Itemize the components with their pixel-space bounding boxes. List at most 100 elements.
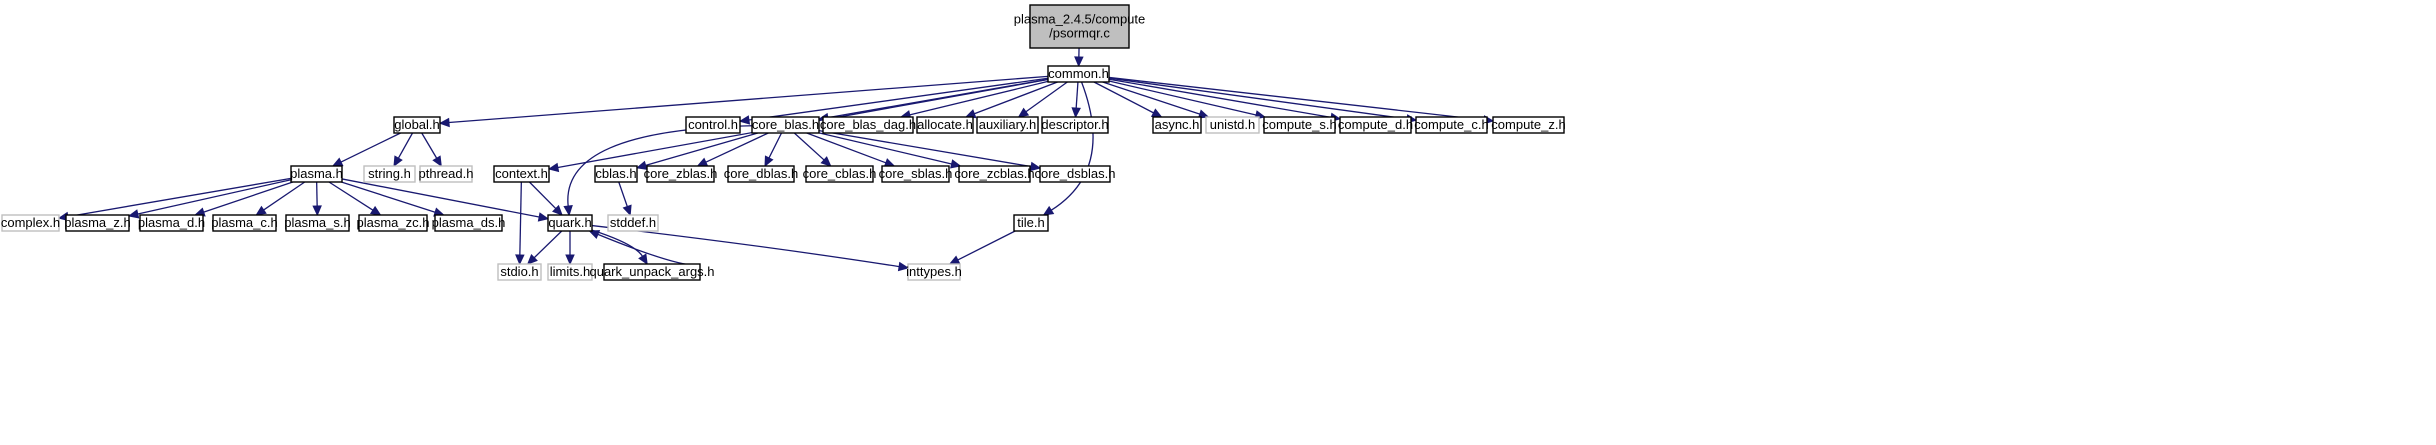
node-auxiliary-h[interactable]: auxiliary.h — [976, 116, 1039, 134]
node-label: core_blas.h — [752, 117, 819, 132]
node-label: plasma_z.h — [64, 215, 130, 230]
node-box — [1492, 116, 1565, 134]
node-plasma-ds-h[interactable]: plasma_ds.h — [432, 214, 506, 232]
node-limits-h: limits.h — [547, 263, 593, 281]
node-compute-d-h[interactable]: compute_d.h — [1338, 116, 1413, 134]
edge-context-h-to-stdio-h — [515, 181, 525, 266]
node-descriptor-h[interactable]: descriptor.h — [1041, 116, 1109, 134]
node-box — [1339, 116, 1412, 134]
edge-arrowhead-11 — [1197, 109, 1210, 119]
node-quark-h[interactable]: quark.h — [547, 214, 593, 232]
node-global-h[interactable]: global.h — [393, 116, 441, 134]
node-context-h[interactable]: context.h — [493, 165, 550, 183]
node-core-dblas-h[interactable]: core_dblas.h — [724, 165, 798, 183]
node-compute-z-h[interactable]: compute_z.h — [1491, 116, 1566, 134]
node-core-zblas-h[interactable]: core_zblas.h — [644, 165, 718, 183]
node-label: tile.h — [1017, 215, 1044, 230]
edge-line-17 — [397, 132, 414, 159]
node-tile-h[interactable]: tile.h — [1013, 214, 1049, 232]
node-box — [1047, 65, 1110, 83]
node-label: plasma_d.h — [138, 215, 205, 230]
node-box — [907, 263, 961, 281]
node-box — [1013, 214, 1049, 232]
edge-arrowhead-41 — [897, 261, 910, 272]
edge-line-10 — [1093, 81, 1154, 114]
edge-core-blas-h-to-core-sblas-h — [806, 132, 896, 168]
node-plasma-s-h[interactable]: plasma_s.h — [284, 214, 351, 232]
node-core-zcblas-h[interactable]: core_zcblas.h — [954, 165, 1035, 183]
node-root[interactable]: plasma_2.4.5/compute/psormqr.c — [1014, 4, 1146, 49]
node-control-h[interactable]: control.h — [685, 116, 741, 134]
node-label: inttypes.h — [906, 264, 962, 279]
edge-arrowhead-34 — [950, 159, 962, 169]
node-box — [497, 263, 542, 281]
node-box — [1205, 116, 1260, 134]
edge-arrowhead-9 — [1042, 205, 1055, 216]
edge-line-34 — [818, 132, 952, 165]
node-label: cblas.h — [595, 166, 636, 181]
edge-line-6 — [974, 81, 1058, 115]
node-label: core_cblas.h — [803, 166, 877, 181]
node-complex-h: complex.h — [1, 214, 60, 232]
node-box — [976, 116, 1039, 134]
edge-line-15 — [1108, 76, 1485, 121]
edge-common-h-to-tile-h — [1042, 81, 1094, 216]
node-plasma-h[interactable]: plasma.h — [290, 165, 343, 183]
node-box — [1415, 116, 1488, 134]
edge-core-blas-h-to-core-dblas-h — [764, 132, 783, 168]
node-stdio-h: stdio.h — [497, 263, 542, 281]
node-plasma-d-h[interactable]: plasma_d.h — [138, 214, 205, 232]
edge-global-h-to-pthread-h — [421, 132, 442, 168]
edge-core-blas-h-to-cblas-h — [635, 132, 759, 170]
edge-quark-h-to-limits-h — [565, 231, 575, 266]
node-label: plasma_zc.h — [357, 215, 430, 230]
node-plasma-zc-h[interactable]: plasma_zc.h — [357, 214, 430, 232]
node-core-dsblas-h[interactable]: core_dsblas.h — [1035, 165, 1116, 183]
edge-arrowhead-35 — [1029, 161, 1042, 172]
node-string-h: string.h — [363, 165, 416, 183]
edge-arrowhead-39 — [565, 254, 575, 266]
edge-line-28 — [519, 181, 522, 256]
node-label: /psormqr.c — [1049, 26, 1110, 41]
edge-line-24 — [328, 181, 374, 211]
edge-line-1 — [448, 75, 1049, 124]
edge-context-h-to-quark-h — [528, 181, 563, 216]
node-cblas-h[interactable]: cblas.h — [594, 165, 638, 183]
edge-common-h-to-async-h — [1093, 81, 1163, 118]
edge-core-blas-h-to-core-zcblas-h — [818, 132, 962, 169]
node-label: pthread.h — [419, 166, 474, 181]
node-box — [607, 214, 659, 232]
node-core-blas-h[interactable]: core_blas.h — [751, 116, 820, 134]
edge-arrowhead-29 — [635, 160, 648, 170]
node-box — [139, 214, 204, 232]
node-common-h[interactable]: common.h — [1047, 65, 1110, 83]
node-async-h[interactable]: async.h — [1152, 116, 1202, 134]
node-core-sblas-h[interactable]: core_sblas.h — [879, 165, 953, 183]
node-plasma-c-h[interactable]: plasma_c.h — [211, 214, 278, 232]
node-box — [916, 116, 974, 134]
edge-arrowhead-26 — [537, 212, 550, 222]
node-label: auxiliary.h — [979, 117, 1037, 132]
node-allocate-h[interactable]: allocate.h — [916, 116, 974, 134]
node-core-cblas-h[interactable]: core_cblas.h — [803, 165, 877, 183]
node-compute-c-h[interactable]: compute_c.h — [1414, 116, 1489, 134]
node-compute-s-h[interactable]: compute_s.h — [1262, 116, 1337, 134]
edge-arrowhead-3 — [738, 115, 751, 125]
edge-arrowhead-27 — [552, 204, 563, 216]
node-label: common.h — [1048, 66, 1109, 81]
edge-plasma-h-to-plasma-zc-h — [328, 181, 382, 216]
node-label: core_zblas.h — [644, 166, 718, 181]
node-box — [805, 165, 874, 183]
node-box — [881, 165, 950, 183]
node-quark-unpack-args-h[interactable]: quark_unpack_args.h — [589, 263, 715, 281]
node-box — [594, 165, 638, 183]
edge-line-38 — [533, 230, 563, 259]
node-label: core_dsblas.h — [1035, 166, 1116, 181]
node-plasma-z-h[interactable]: plasma_z.h — [64, 214, 131, 232]
node-label: context.h — [495, 166, 548, 181]
edge-arrowhead-2 — [547, 162, 560, 173]
node-core-blas-dag-h[interactable]: core_blas_dag.h — [820, 116, 916, 134]
node-label: plasma_2.4.5/compute — [1014, 12, 1146, 27]
edge-common-h-to-unistd-h — [1102, 81, 1210, 119]
